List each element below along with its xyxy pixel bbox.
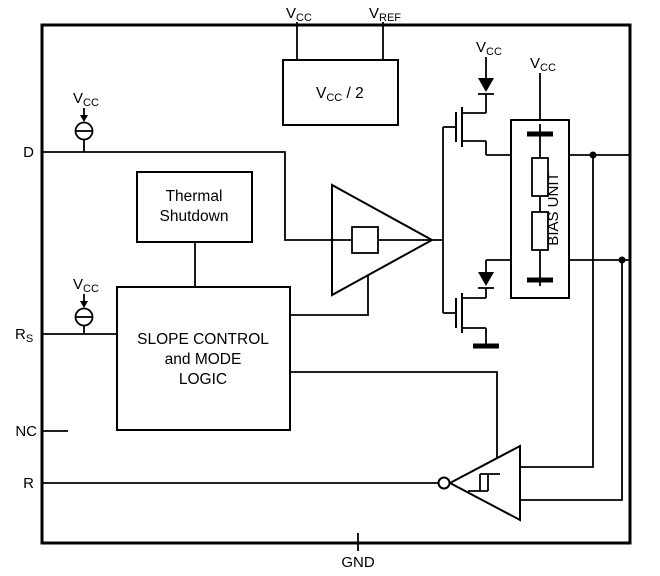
high-side-driver: VCC (455, 39, 630, 159)
diode-triangle (478, 272, 494, 286)
r-pin-group: R (23, 475, 438, 492)
down-arrow-icon (80, 301, 88, 308)
receiver-input-low-wire (520, 260, 623, 501)
bias-unit-block: VCC BIAS UNIT (510, 55, 570, 299)
slope-to-driver-wire (290, 275, 369, 316)
rs-pullup-current-source: VCC (73, 276, 99, 334)
d-pullup-current-source: VCC (73, 90, 99, 152)
receiver-input-high-wire (520, 155, 594, 468)
slope-label-1: SLOPE CONTROL (137, 331, 269, 348)
bias-vcc-label: VCC (530, 55, 556, 74)
slope-control-block: SLOPE CONTROL and MODE LOGIC (116, 275, 498, 458)
slope-control-box (116, 286, 291, 431)
gnd-pin-label: GND (341, 554, 375, 571)
vcc-pin-label: VCC (286, 5, 312, 24)
thermal-label-2: Shutdown (160, 208, 229, 225)
bias-resistor-2 (531, 211, 549, 251)
d-pin-label: D (23, 144, 34, 161)
slope-label-3: LOGIC (179, 371, 227, 388)
vcc-half-box (282, 59, 399, 126)
low-side-transistor-icon (455, 288, 487, 344)
mode-to-receiver-wire (290, 371, 498, 458)
nc-pin-label: NC (15, 423, 37, 440)
high-side-transistor-icon (455, 94, 487, 155)
driver-vcc-label: VCC (476, 39, 502, 58)
low-side-diode-icon (478, 272, 494, 289)
rs-pin-label: RS (15, 326, 33, 345)
d-pin-group: D VCC (23, 90, 352, 241)
rs-pin-group: RS VCC (15, 276, 117, 345)
vcc-half-block: VCC / 2 (282, 59, 399, 126)
vcc-half-label: VCC / 2 (316, 85, 364, 104)
receiver-section (437, 155, 623, 522)
top-pins: VCC VREF (286, 5, 401, 60)
slew-rate-symbol (351, 226, 379, 254)
receiver-comparator (447, 444, 521, 522)
r-pin-label: R (23, 475, 34, 492)
d-pullup-vcc-label: VCC (73, 90, 99, 109)
low-side-driver (455, 256, 630, 349)
vref-pin-label: VREF (369, 5, 401, 24)
rs-pullup-vcc-label: VCC (73, 276, 99, 295)
high-side-diode-icon (478, 78, 494, 95)
hysteresis-icon (468, 473, 500, 492)
thermal-shutdown-block: Thermal Shutdown (136, 171, 253, 287)
bias-unit-label: BIAS UNIT (545, 172, 562, 245)
d-pin-wire (42, 151, 352, 241)
thermal-label-1: Thermal (166, 188, 223, 205)
ic-boundary (40, 23, 632, 545)
driver-output-network (351, 126, 456, 314)
thermal-shutdown-box (136, 171, 253, 243)
gnd-pin-group: GND (341, 533, 375, 571)
down-arrow-icon (80, 115, 88, 122)
slope-label-2: and MODE (165, 351, 242, 368)
inverter-bubble-icon (437, 476, 451, 490)
bias-resistor-1 (531, 157, 549, 197)
nc-pin-group: NC (15, 423, 68, 440)
diode-triangle (478, 78, 494, 92)
